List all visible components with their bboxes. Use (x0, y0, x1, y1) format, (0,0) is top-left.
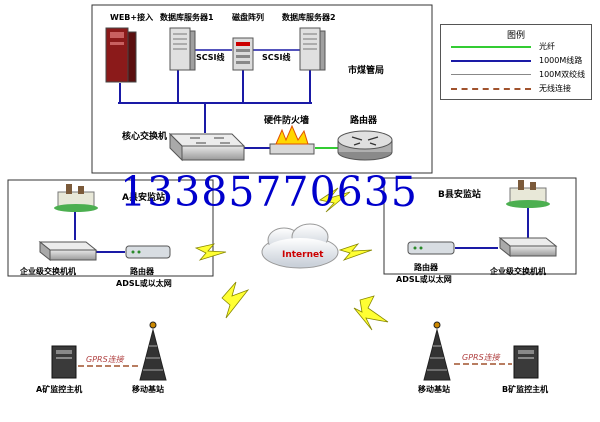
base-station-b-icon (423, 321, 451, 381)
label-city-bureau: 市煤管局 (348, 66, 385, 76)
legend-label-gigabit: 1000M线路 (539, 56, 583, 65)
label-enterprise-switch-b: 企业级交换机机 (490, 267, 546, 276)
db-server-1-icon (169, 27, 196, 71)
web-server-icon (105, 27, 137, 83)
switch-a-icon (38, 240, 98, 262)
legend-swatch-twisted-pair (451, 74, 531, 75)
legend-item-fiber: 光纤 (451, 41, 586, 52)
label-web-access: WEB+接入 (110, 13, 154, 22)
mine-b-host-icon (513, 345, 539, 379)
router-a-icon (125, 245, 171, 259)
legend-swatch-wireless (451, 88, 531, 90)
label-station-b: B县安监站 (438, 190, 481, 200)
switch-b-icon (498, 236, 558, 258)
county-a-box (7, 179, 214, 277)
label-adsl-b: ADSL或以太网 (396, 275, 452, 284)
label-disk-array: 磁盘阵列 (232, 13, 264, 22)
db-server-2-icon (299, 27, 326, 71)
legend-label-fiber: 光纤 (539, 42, 555, 51)
label-router-a: 路由器 (130, 267, 154, 276)
gigabit-links (118, 70, 312, 149)
county-b-links (455, 203, 529, 249)
legend-item-wireless: 无线连接 (451, 83, 586, 94)
label-mine-b-host: B矿监控主机 (502, 385, 549, 394)
label-station-a: A县安监站 (122, 193, 165, 203)
label-scsi-1: SCSI线 (196, 53, 225, 62)
label-hw-firewall: 硬件防火墙 (264, 116, 310, 126)
label-base-station-b: 移动基站 (418, 385, 450, 394)
label-db-server-2: 数据库服务器2 (282, 13, 336, 22)
label-base-station-a: 移动基站 (132, 385, 164, 394)
label-enterprise-switch-a: 企业级交换机机 (20, 267, 76, 276)
label-db-server-1: 数据库服务器1 (160, 13, 214, 22)
factory-a-icon (54, 184, 98, 212)
watermark-phone: 13385770635 (120, 168, 418, 216)
router-b-icon (407, 241, 455, 255)
core-switch-icon (168, 132, 246, 162)
label-router-top: 路由器 (350, 116, 378, 126)
legend-label-twisted-pair: 100M双绞线 (539, 70, 586, 79)
city-bureau-box (91, 4, 433, 174)
legend-item-gigabit: 1000M线路 (451, 55, 586, 66)
county-b-box (383, 177, 577, 275)
wireless-lightning (194, 187, 389, 331)
base-station-a-icon (139, 321, 167, 381)
legend: 图例 光纤 1000M线路 100M双绞线 无线连接 (440, 24, 592, 100)
disk-array-icon (232, 37, 254, 71)
mine-a-host-icon (51, 345, 77, 379)
label-gprs-a: GPRS连接 (86, 355, 124, 364)
label-gprs-b: GPRS连接 (462, 353, 500, 362)
firewall-icon (269, 124, 315, 155)
factory-b-icon (506, 180, 550, 208)
label-adsl-a: ADSL或以太网 (116, 279, 172, 288)
label-internet: Internet (282, 250, 324, 260)
internet-cloud-icon (261, 223, 339, 269)
router-top-icon (337, 130, 393, 161)
county-a-links (74, 208, 125, 253)
legend-swatch-fiber (451, 46, 531, 48)
legend-title: 图例 (506, 31, 525, 41)
label-scsi-2: SCSI线 (262, 53, 291, 62)
label-core-switch: 核心交换机 (122, 132, 168, 142)
label-mine-a-host: A矿监控主机 (36, 385, 83, 394)
legend-item-twisted-pair: 100M双绞线 (451, 69, 586, 80)
label-router-b: 路由器 (414, 263, 438, 272)
legend-swatch-gigabit (451, 60, 531, 62)
legend-label-wireless: 无线连接 (539, 84, 571, 93)
